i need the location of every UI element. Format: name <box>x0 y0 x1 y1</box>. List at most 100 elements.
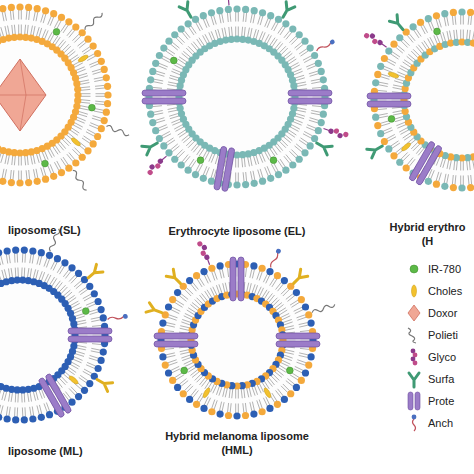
lipid-tail <box>278 284 284 291</box>
lipid-head <box>403 164 410 171</box>
lipid-tail <box>68 367 76 372</box>
lipid-head <box>75 270 82 277</box>
lipid-head <box>165 38 172 45</box>
glycolipid-bead <box>342 131 349 138</box>
lipid-head <box>293 289 300 296</box>
antibody <box>314 139 332 155</box>
lipid-tail <box>82 47 90 52</box>
lipid-tail <box>53 146 58 154</box>
lipid-tail <box>94 108 103 110</box>
lipid-tail <box>60 41 66 48</box>
lipid-tail <box>407 35 413 42</box>
lipid-tail <box>283 137 290 143</box>
lipid-tail <box>254 285 257 294</box>
lipid-tail <box>174 373 182 378</box>
lipid-tail <box>430 37 434 45</box>
lipid-tail <box>1 255 3 264</box>
lipid-tail <box>259 154 263 163</box>
glycolipid <box>197 240 213 267</box>
lipid-tail <box>395 119 404 122</box>
peg-line <box>84 12 104 32</box>
lipid-tail <box>403 133 411 138</box>
lipid-tail <box>282 316 291 320</box>
antibody-shape <box>166 269 184 287</box>
liposome-body <box>0 250 105 420</box>
lipid-tail <box>203 166 207 175</box>
lipid-head <box>0 414 2 421</box>
lipid-head <box>171 156 178 163</box>
lipid-tail <box>182 135 189 141</box>
lipid-head <box>267 12 274 19</box>
antibody-shape <box>146 303 164 318</box>
lipid-head <box>282 20 289 27</box>
cholesterol-shape <box>263 387 272 399</box>
lipid-tail <box>60 141 66 148</box>
lipid-tail <box>295 146 302 152</box>
lipid-tail <box>190 389 196 396</box>
lipid-tail <box>33 11 35 20</box>
lipid-head <box>274 401 281 408</box>
protein-icon <box>415 392 420 410</box>
lipid-tail <box>68 298 76 303</box>
lipid-head <box>0 383 4 390</box>
lipid-head <box>0 249 2 256</box>
lipid-tail <box>11 156 13 165</box>
lipid-tail <box>219 402 221 411</box>
lipid-tail <box>259 288 263 297</box>
lipid-tail <box>4 269 6 278</box>
lipid-tail <box>393 85 402 87</box>
lipid-tail <box>174 125 182 129</box>
lipid-tail <box>197 147 202 155</box>
lipid-tail <box>379 116 388 118</box>
liposome-label: Hybrid melanoma liposome (HML) <box>157 429 317 457</box>
anchor-icon <box>413 419 416 431</box>
lipid-tail <box>65 292 72 298</box>
lipid-tail <box>249 387 251 396</box>
lipid-tail <box>189 159 194 167</box>
lipid-tail <box>86 365 95 369</box>
lipid-tail <box>460 176 461 186</box>
lipid-tail <box>393 111 402 113</box>
lipid-tail <box>5 169 7 178</box>
protein-shape <box>68 328 112 334</box>
lipid-head <box>208 9 215 16</box>
lipid-head <box>193 401 200 408</box>
lipid-tail <box>290 127 298 131</box>
lipid-tail <box>241 27 243 36</box>
lipid-tail <box>80 106 89 108</box>
lipid-tail <box>0 271 1 280</box>
lipid-tail <box>252 402 254 411</box>
lipid-tail <box>156 71 165 74</box>
lipid-tail <box>2 391 4 400</box>
lipid-tail <box>83 136 91 141</box>
protein <box>288 90 332 104</box>
lipid-tail <box>269 377 275 384</box>
lipid-tail <box>74 383 81 389</box>
lipid-tail <box>290 375 298 380</box>
lipid-tail <box>193 145 199 152</box>
protein <box>276 333 320 347</box>
lipid-tail <box>232 389 233 398</box>
lipid-tail <box>90 64 99 68</box>
lipid-tail <box>386 134 394 138</box>
lipid-tail <box>31 26 33 35</box>
cholesterol <box>202 387 211 399</box>
lipid-tail <box>199 277 204 285</box>
lipid-tail <box>186 48 193 55</box>
lipid-tail <box>245 268 246 277</box>
lipid-tail <box>169 362 178 365</box>
lipid-tail <box>260 169 263 178</box>
lipid-tail <box>63 290 70 296</box>
lipid-tail <box>222 28 224 37</box>
lipid-tail <box>0 256 1 265</box>
lipid-head <box>65 18 72 25</box>
lipid-head <box>174 384 181 391</box>
antibody <box>290 269 308 287</box>
lipid-tail <box>96 96 106 97</box>
lipid-head <box>293 384 300 391</box>
liposome-node: Erythrocyte liposome (EL) <box>140 0 334 245</box>
lipid-tail <box>197 39 202 47</box>
cholesterol-shape <box>77 54 89 63</box>
lipid-head <box>410 23 417 30</box>
lipid-tail <box>155 118 164 121</box>
